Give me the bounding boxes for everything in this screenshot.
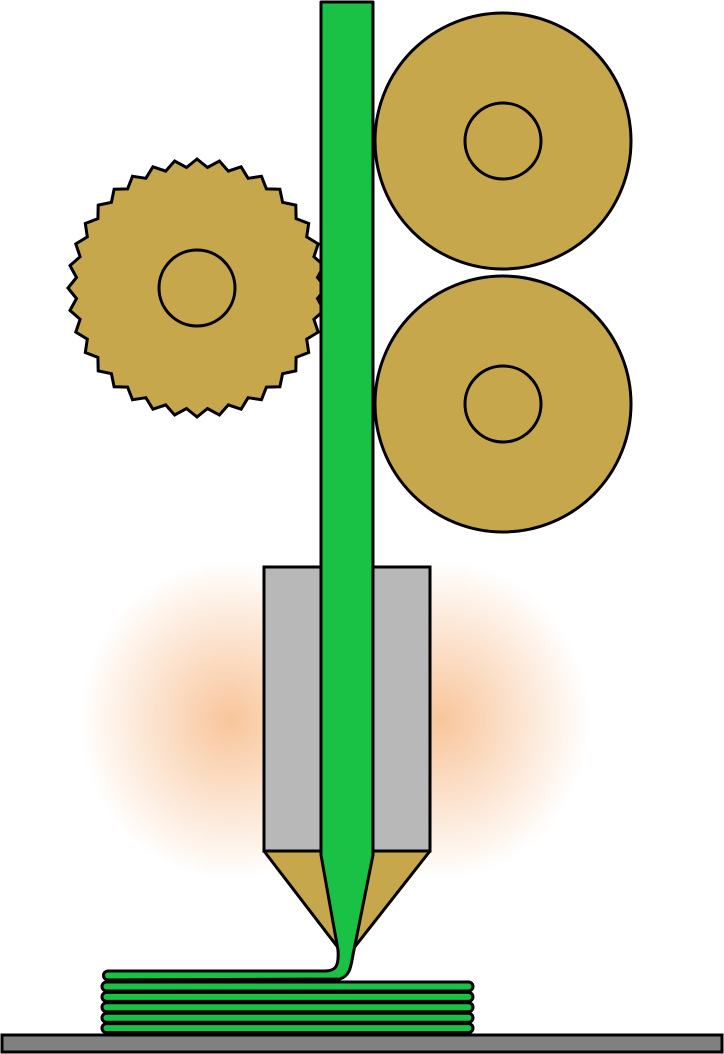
- filament: [102, 0, 375, 982]
- printed-layer: [100, 980, 475, 993]
- drive-gear: [66, 157, 328, 419]
- printed-layer: [100, 1011, 475, 1024]
- gear-teeth: [66, 157, 328, 419]
- idler-roller-bottom: [373, 274, 633, 534]
- roller-hub: [463, 101, 543, 181]
- print-bed: [0, 1033, 724, 1054]
- gear-hub: [157, 248, 237, 328]
- printed-layer: [100, 1001, 475, 1014]
- printed-layer: [100, 1022, 475, 1035]
- roller-hub: [463, 364, 543, 444]
- printed-layer: [100, 990, 475, 1003]
- idler-roller-top: [373, 11, 633, 271]
- printed-layers: [100, 980, 475, 1035]
